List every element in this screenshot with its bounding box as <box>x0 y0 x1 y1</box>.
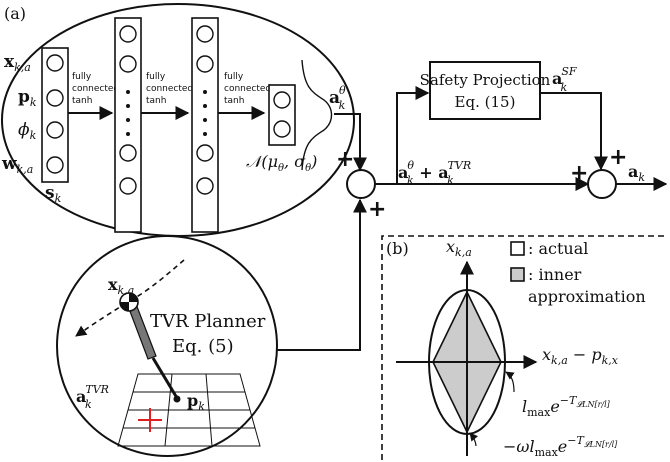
gaussian-curve <box>301 59 333 171</box>
input-node <box>46 54 64 72</box>
tvr-planner-circle <box>56 235 278 457</box>
legend-actual-swatch <box>510 241 525 256</box>
fc-caption-2: fully connected tanh <box>146 72 196 106</box>
panel-b: (b) xk,a xk,a − pk,x : actual : inner ap… <box>381 235 668 460</box>
ground-grid <box>117 373 261 447</box>
output-layer-box <box>268 84 296 146</box>
ellipsis-dot <box>126 118 130 122</box>
input-node <box>46 89 64 107</box>
input-x-label: xk,a <box>4 52 31 74</box>
tvr-p-label: pk <box>187 391 205 413</box>
anchor-point <box>173 395 181 403</box>
fc-caption-3: fully connected tanh <box>224 72 274 106</box>
hidden-node <box>119 55 137 73</box>
ellipsis-dot <box>203 132 207 136</box>
input-state-column <box>41 47 69 183</box>
ellipsis-dot <box>126 104 130 108</box>
sum-junction-2 <box>587 169 617 199</box>
ellipsis-dot <box>203 118 207 122</box>
input-layer-box <box>41 47 69 183</box>
normal-distribution-label: 𝒩(μθ, σθ) <box>246 152 317 174</box>
plus-sign: + <box>336 147 354 172</box>
hidden-layer-2 <box>191 17 219 233</box>
sum-junction-1 <box>346 169 376 199</box>
fc-caption-1: fully connected tanh <box>72 72 122 106</box>
trajectory-dashed-arrow <box>75 259 185 337</box>
hidden-layer-1 <box>114 17 142 233</box>
tvr-planner-eq: Eq. (5) <box>172 336 234 357</box>
hidden-layer-box <box>191 17 219 233</box>
output-node <box>273 120 291 138</box>
plus-sign: + <box>609 145 627 170</box>
hidden-node <box>119 25 137 43</box>
output-layer <box>268 84 296 146</box>
leader-line-2 <box>469 432 479 447</box>
plus-sign: + <box>570 161 588 186</box>
panel-b-dashed-border <box>381 235 668 460</box>
tvr-x-label: xk,a <box>108 275 134 297</box>
input-node <box>46 121 64 139</box>
safety-projection-eq: Eq. (15) <box>455 93 516 111</box>
tether-rod <box>151 357 179 399</box>
tvr-planner-title: TVR Planner <box>150 311 266 332</box>
legend-inner-label-2: approximation <box>528 287 646 306</box>
legend-actual-label: : actual <box>528 239 588 258</box>
safety-to-sum-arrow <box>540 92 608 171</box>
input-node <box>46 156 64 174</box>
plus-sign: + <box>368 197 386 222</box>
hidden-node <box>196 25 214 43</box>
to-safety-projection-arrow <box>396 86 430 184</box>
network-to-sum-arrow <box>334 113 367 172</box>
hidden-node <box>119 177 137 195</box>
ellipsis-dot <box>203 90 207 94</box>
semi-axis-equation-2: −ωlmaxe−T𝓛LN[r/l] <box>503 434 618 459</box>
output-node <box>273 91 291 109</box>
hidden-layer-box <box>114 17 142 233</box>
panel-a-label: (a) <box>4 4 26 23</box>
input-w-label: wk,a <box>1 154 33 176</box>
ball-marker <box>120 302 129 311</box>
leader-line-1 <box>505 371 515 393</box>
x-axis-label: xk,a − pk,x <box>542 345 619 367</box>
legend-inner-swatch <box>510 267 525 282</box>
state-label: sk <box>45 183 62 205</box>
ellipsis-dot <box>203 104 207 108</box>
safety-projection-title: Safety Projection <box>420 71 551 89</box>
hidden-node <box>119 144 137 162</box>
ellipsis-dot <box>126 132 130 136</box>
y-axis-label: xk,a <box>446 237 472 259</box>
hidden-node <box>196 144 214 162</box>
legend-inner-label-1: : inner <box>528 265 582 284</box>
ellipsis-dot <box>126 90 130 94</box>
final-action-label: ak <box>628 162 645 184</box>
input-p-label: pk <box>18 87 37 109</box>
input-phi-label: ϕk <box>18 120 37 142</box>
hidden-node <box>196 177 214 195</box>
ball-marker <box>129 293 138 302</box>
hidden-node <box>196 55 214 73</box>
semi-axis-equation-1: lmaxe−T𝓛LN[r/l] <box>522 394 611 419</box>
tvr-to-sum-arrow <box>276 198 367 351</box>
safety-projection-box <box>429 61 541 120</box>
panel-b-label: (b) <box>386 239 409 258</box>
